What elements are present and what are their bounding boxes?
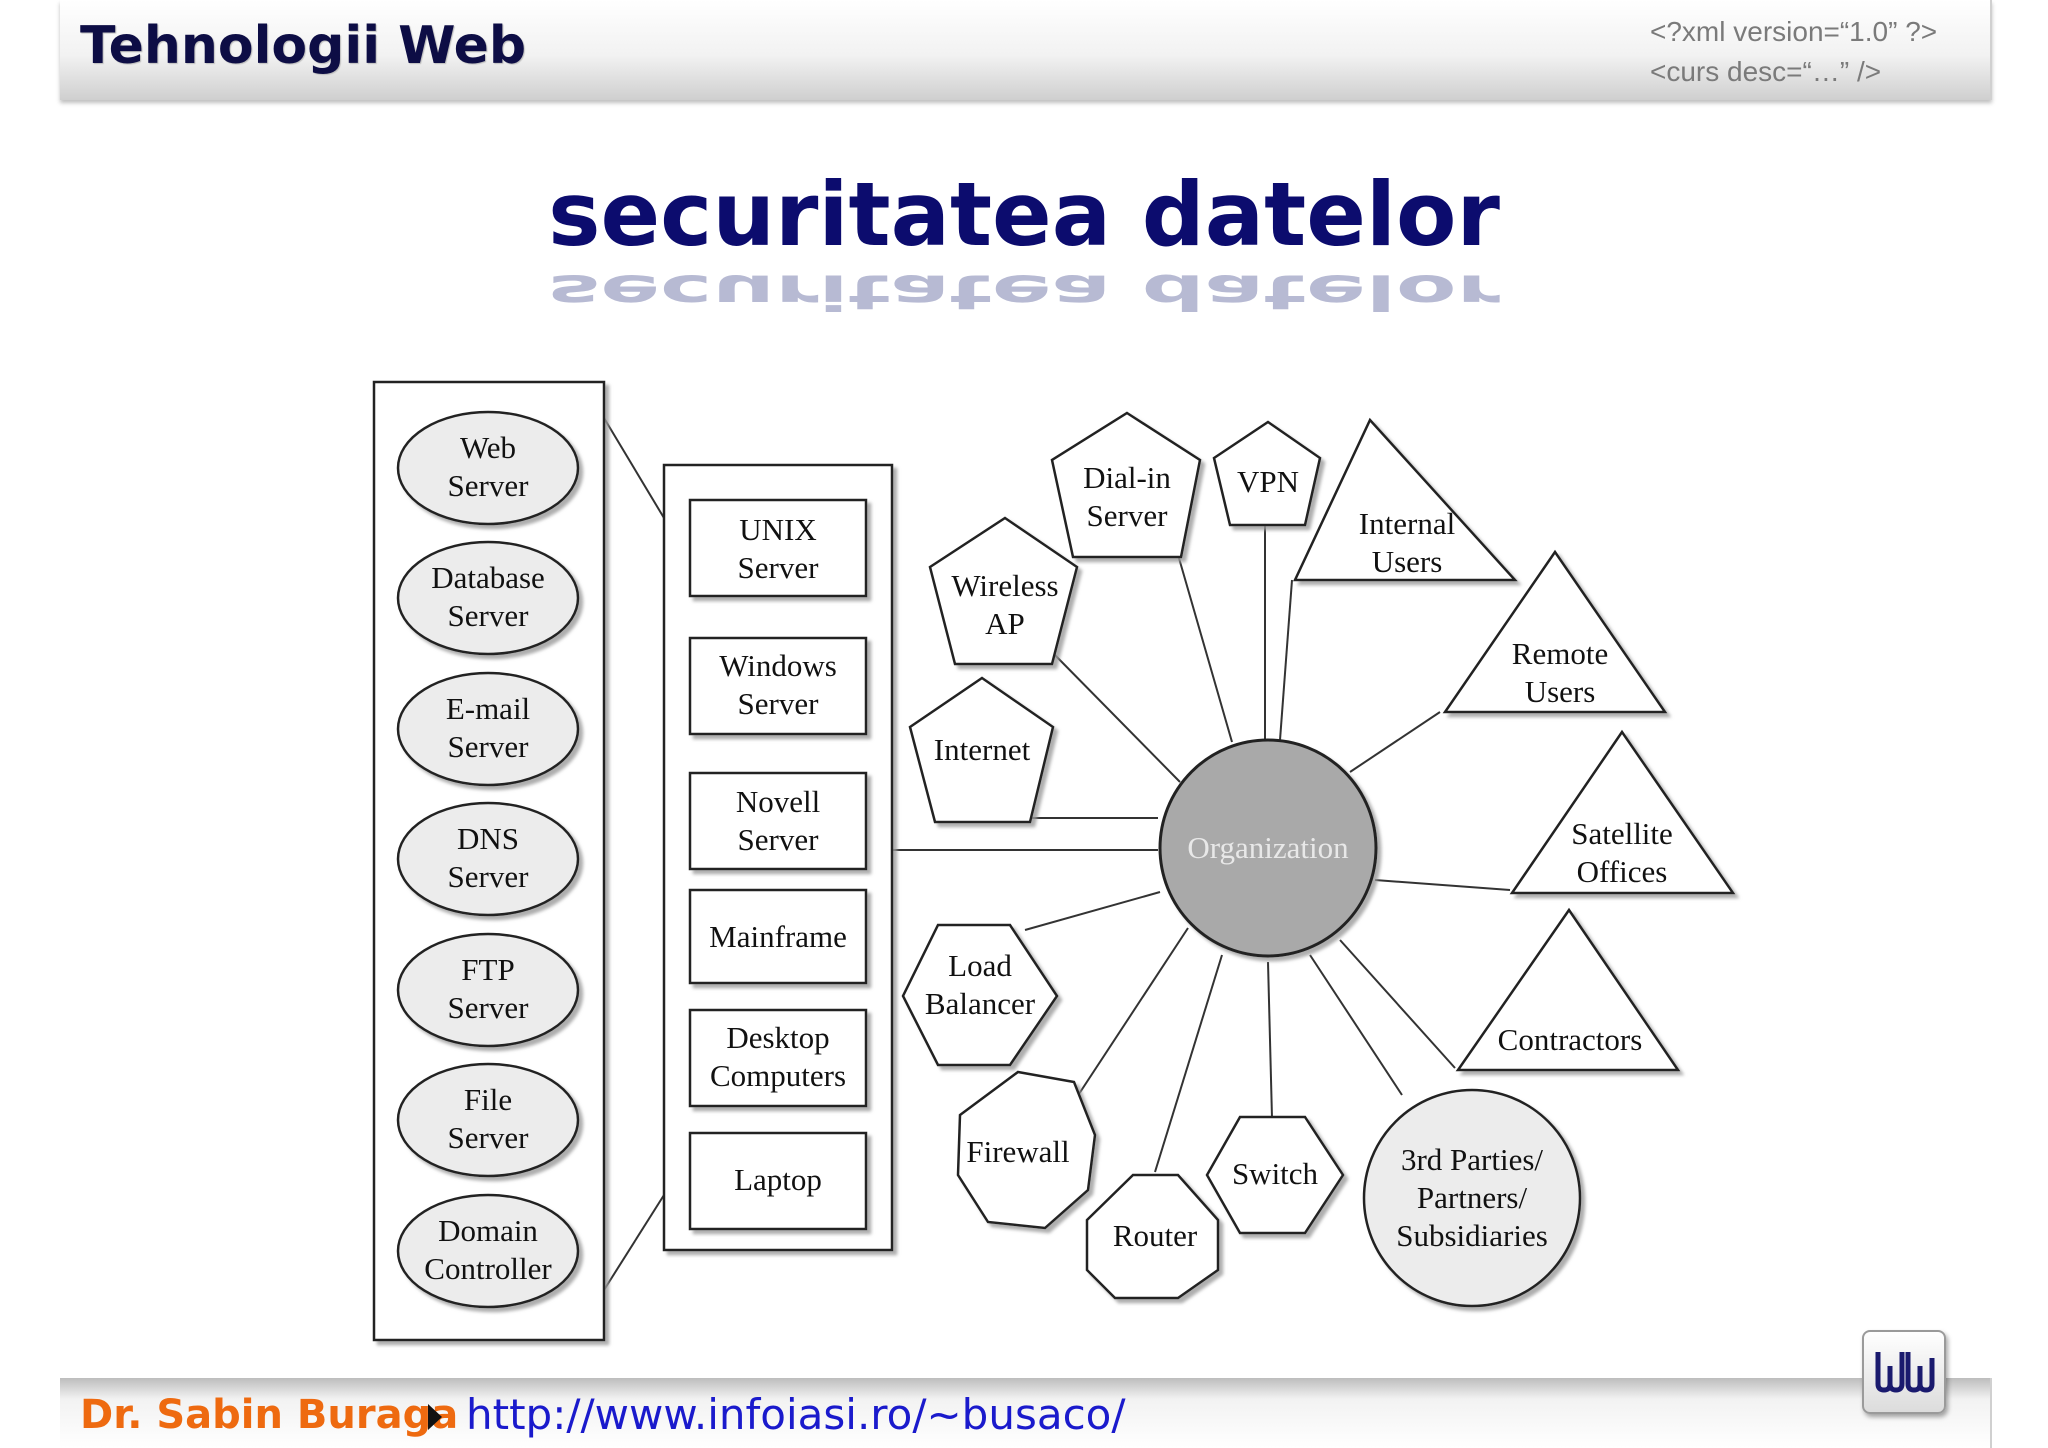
svg-text:Database: Database <box>431 560 545 595</box>
svg-text:Dial-in: Dial-in <box>1083 460 1171 495</box>
domain-controller-node: Domain Controller <box>396 1193 580 1309</box>
svg-text:Router: Router <box>1113 1218 1198 1253</box>
svg-text:Users: Users <box>1525 674 1596 709</box>
svg-text:Offices: Offices <box>1577 854 1668 889</box>
svg-text:Server: Server <box>738 550 820 585</box>
router-node: Router <box>1085 1173 1220 1300</box>
svg-text:Remote: Remote <box>1512 636 1608 671</box>
svg-text:Internet: Internet <box>934 732 1031 767</box>
header-bar <box>60 0 1992 100</box>
slide-title-wrap: securitatea datelor <box>0 160 2048 270</box>
desktop-computers-node: Desktop Computers <box>688 1008 868 1108</box>
ftp-server-node: FTP Server <box>396 932 580 1048</box>
load-balancer-node: Load Balancer <box>901 923 1059 1067</box>
footer-arrow-icon <box>428 1404 442 1430</box>
unix-server-node: UNIX Server <box>688 498 868 598</box>
wireless-ap-node: Wireless AP <box>928 516 1079 666</box>
novell-server-node: Novell Server <box>688 771 868 871</box>
svg-text:Internal: Internal <box>1359 506 1455 541</box>
svg-text:Organization: Organization <box>1187 830 1349 865</box>
dial-in-server-node: Dial-in Server <box>1050 411 1202 559</box>
header-meta-line-1: <?xml version=“1.0” ?> <box>1650 16 1938 47</box>
svg-text:3rd Parties/: 3rd Parties/ <box>1401 1142 1543 1177</box>
firewall-node: Firewall <box>956 1070 1097 1230</box>
svg-text:Server: Server <box>448 859 530 894</box>
slide-title: securitatea datelor <box>548 163 1500 266</box>
svg-text:Server: Server <box>448 1120 530 1155</box>
svg-text:Users: Users <box>1372 544 1443 579</box>
footer-author: Dr. Sabin Buraga <box>80 1392 459 1438</box>
course-title: Tehnologii Web <box>80 16 527 76</box>
svg-text:Server: Server <box>448 468 530 503</box>
footer-bar <box>60 1378 1992 1448</box>
internal-users-node: Internal Users <box>1293 417 1518 582</box>
server-nodes: Web Server Database Server E-mail Server… <box>396 410 580 1309</box>
svg-text:Server: Server <box>738 686 820 721</box>
svg-text:Mainframe: Mainframe <box>709 919 847 954</box>
dns-server-node: DNS Server <box>396 801 580 917</box>
svg-text:Server: Server <box>1087 498 1169 533</box>
svg-text:FTP: FTP <box>461 952 514 987</box>
remote-users-node: Remote Users <box>1442 549 1668 714</box>
svg-text:Load: Load <box>948 948 1012 983</box>
svg-text:Partners/: Partners/ <box>1417 1180 1528 1215</box>
database-server-node: Database Server <box>396 540 580 656</box>
satellite-offices-node: Satellite Offices <box>1509 729 1736 895</box>
svg-text:Desktop: Desktop <box>726 1020 829 1055</box>
switch-node: Switch <box>1205 1115 1345 1235</box>
svg-text:Server: Server <box>738 822 820 857</box>
internet-node: Internet <box>908 676 1055 824</box>
svg-text:Web: Web <box>460 430 516 465</box>
organization-node: Organization <box>1158 738 1378 958</box>
footer-url-link[interactable]: http://www.infoiasi.ro/~busaco/ <box>466 1390 1126 1439</box>
svg-text:Computers: Computers <box>710 1058 846 1093</box>
email-server-node: E-mail Server <box>396 671 580 787</box>
svg-text:UNIX: UNIX <box>739 512 817 547</box>
svg-text:Controller: Controller <box>424 1251 552 1286</box>
svg-text:VPN: VPN <box>1237 464 1299 499</box>
web-logo-mark <box>1875 1352 1935 1393</box>
contractors-node: Contractors <box>1455 907 1681 1072</box>
file-server-node: File Server <box>396 1062 580 1178</box>
svg-text:Wireless: Wireless <box>951 568 1058 603</box>
web-server-node: Web Server <box>396 410 580 526</box>
svg-text:Server: Server <box>448 990 530 1025</box>
svg-text:Novell: Novell <box>736 784 820 819</box>
svg-text:Contractors: Contractors <box>1498 1022 1643 1057</box>
svg-text:Laptop: Laptop <box>734 1162 822 1197</box>
windows-server-node: Windows Server <box>688 636 868 736</box>
svg-text:Server: Server <box>448 729 530 764</box>
svg-text:Server: Server <box>448 598 530 633</box>
svg-text:AP: AP <box>985 606 1025 641</box>
mainframe-node: Mainframe <box>688 888 868 985</box>
svg-text:Subsidiaries: Subsidiaries <box>1396 1218 1548 1253</box>
system-nodes: UNIX Server Windows Server Novell Server… <box>688 498 868 1231</box>
svg-text:Switch: Switch <box>1232 1156 1319 1191</box>
svg-text:Satellite: Satellite <box>1571 816 1673 851</box>
svg-text:Firewall: Firewall <box>966 1134 1069 1169</box>
laptop-node: Laptop <box>688 1131 868 1231</box>
web-logo-icon <box>1862 1330 1946 1414</box>
header-meta: <?xml version=“1.0” ?> <curs desc=“…” /> <box>1650 12 1937 92</box>
header-meta-line-2: <curs desc=“…” /> <box>1650 56 1882 87</box>
vpn-node: VPN <box>1212 420 1322 527</box>
svg-text:Balancer: Balancer <box>925 986 1036 1021</box>
svg-text:File: File <box>464 1082 512 1117</box>
connector-lines <box>603 417 1511 1291</box>
third-parties-node: 3rd Parties/ Partners/ Subsidiaries <box>1362 1088 1582 1308</box>
svg-text:Windows: Windows <box>719 648 837 683</box>
svg-text:E-mail: E-mail <box>446 691 530 726</box>
svg-text:DNS: DNS <box>457 821 519 856</box>
svg-text:Domain: Domain <box>438 1213 538 1248</box>
